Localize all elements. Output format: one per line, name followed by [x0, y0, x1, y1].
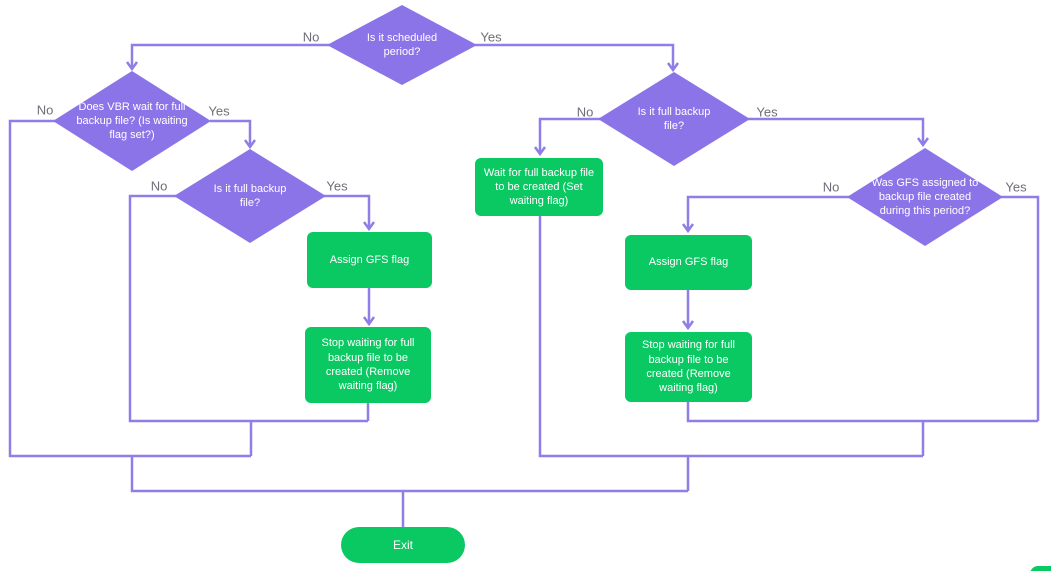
chat-widget-button[interactable] [1030, 566, 1051, 571]
edge-label-full-left-no: No [150, 178, 168, 194]
process-stop-waiting-left-label: Stop waiting for full backup file to be … [321, 337, 415, 393]
terminator-exit: Exit [341, 527, 465, 563]
edge-label-vbr-yes: Yes [208, 103, 230, 119]
edge-label-root-yes: Yes [480, 29, 502, 45]
process-stop-waiting-left: Stop waiting for full backup file to be … [305, 327, 431, 403]
decision-full-backup-right-label: Is it full backup file? [637, 105, 711, 132]
terminator-exit-label: Exit [392, 538, 413, 552]
process-stop-waiting-right-label: Stop waiting for full backup file to be … [642, 339, 735, 395]
decision-vbr-wait-label: Does VBR wait for full backup file? (Is … [76, 100, 188, 142]
process-wait-for-full-backup-label: Wait for full backup file to be created … [483, 166, 595, 208]
process-stop-waiting-right: Stop waiting for full backup file to be … [625, 332, 752, 402]
decision-was-gfs-assigned-label: Was GFS assigned to backup file created … [871, 176, 979, 218]
process-assign-gfs-left: Assign GFS flag [307, 232, 432, 288]
decision-scheduled-period-label: Is it scheduled period? [366, 31, 438, 58]
decision-full-backup-left-label: Is it full backup file? [213, 182, 287, 209]
edge-label-full-right-yes: Yes [756, 104, 778, 120]
process-assign-gfs-right-label: Assign GFS flag [648, 256, 729, 269]
edge-label-root-no: No [302, 29, 320, 45]
edge-label-vbr-no: No [36, 102, 54, 118]
process-assign-gfs-right: Assign GFS flag [625, 235, 752, 290]
edge-label-was-gfs-no: No [822, 179, 840, 195]
edge-label-full-right-no: No [576, 104, 594, 120]
edge-label-full-left-yes: Yes [326, 178, 348, 194]
process-wait-for-full-backup: Wait for full backup file to be created … [475, 158, 603, 216]
edge-label-was-gfs-yes: Yes [1005, 179, 1027, 195]
process-assign-gfs-left-label: Assign GFS flag [329, 253, 410, 266]
